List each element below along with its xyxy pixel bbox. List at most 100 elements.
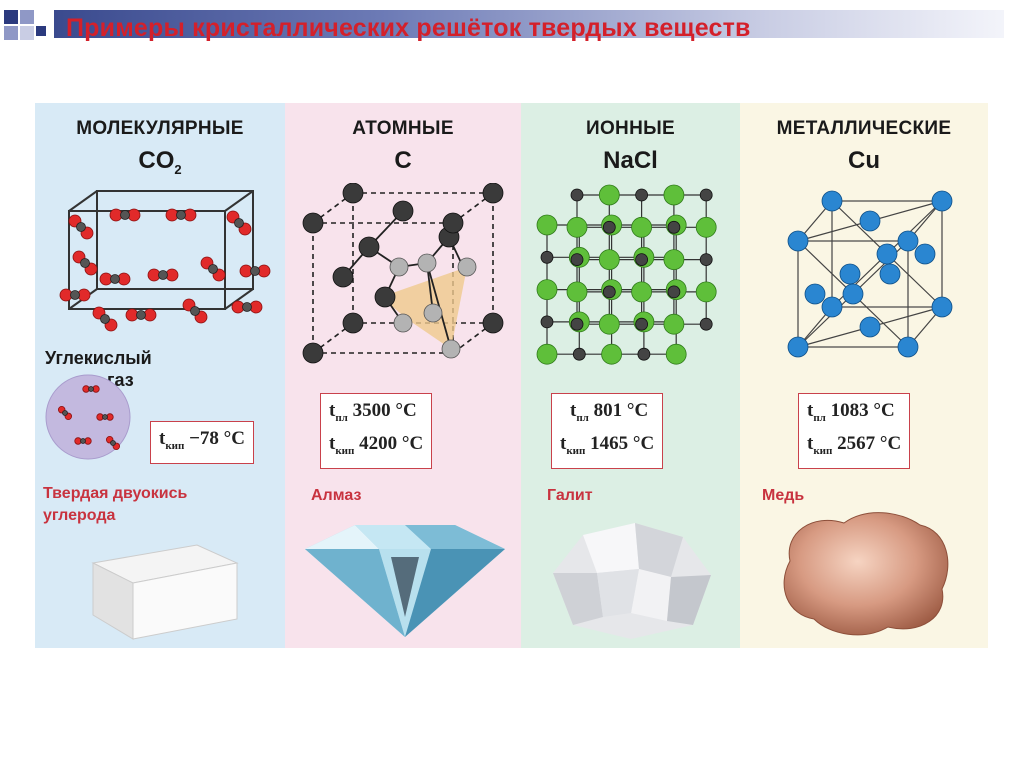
material-name: Медь bbox=[762, 487, 805, 504]
diamond-gem bbox=[305, 525, 505, 637]
copper-atom bbox=[914, 243, 936, 265]
carbon-atom bbox=[110, 440, 116, 446]
chlorine-ion bbox=[663, 249, 685, 270]
sodium-ion bbox=[667, 285, 681, 299]
carbon-atom bbox=[342, 183, 364, 204]
co2-lattice bbox=[59, 190, 271, 332]
carbon-atom bbox=[482, 183, 504, 204]
temperature-box: tпл 3500 °C tкип 4200 °C bbox=[320, 393, 433, 469]
carbon-atom bbox=[88, 386, 94, 392]
boiling-point-box: tкип −78 °C bbox=[150, 421, 254, 464]
panel-formula: NaCl bbox=[603, 147, 658, 174]
copper-atom bbox=[897, 230, 919, 252]
copper-atom bbox=[931, 190, 953, 212]
copper-atom bbox=[804, 283, 826, 305]
chlorine-ion bbox=[536, 279, 558, 300]
title-bar: Примеры кристаллических решёток твердых … bbox=[0, 0, 1024, 48]
sodium-ion bbox=[699, 253, 713, 266]
panel-atomic: АТОМНЫЕ C tпл 3500 °C tкип 4200 °C Алмаз bbox=[285, 103, 521, 648]
sodium-ion bbox=[570, 317, 584, 331]
carbon-atom bbox=[358, 236, 380, 258]
copper-atom bbox=[931, 296, 953, 318]
chlorine-ion bbox=[601, 343, 622, 365]
panel-formula: CO2 bbox=[138, 147, 182, 177]
chlorine-ion bbox=[598, 184, 620, 206]
material-name: Твердая двуокись углерода bbox=[43, 485, 188, 524]
carbon-atom bbox=[482, 312, 504, 334]
copper-atom bbox=[897, 336, 919, 358]
carbon-atom bbox=[234, 218, 244, 228]
panel-molecular: МОЛЕКУЛЯРНЫЕ CO2 Углекислый газ tкип −78… bbox=[35, 103, 285, 648]
chlorine-ion bbox=[598, 313, 620, 335]
copper-atom bbox=[859, 316, 881, 338]
sodium-ion bbox=[540, 250, 554, 264]
nacl-lattice bbox=[536, 184, 717, 365]
chlorine-ion bbox=[663, 184, 685, 206]
carbon-atom bbox=[62, 410, 68, 416]
copper-atom bbox=[787, 336, 809, 358]
chlorine-ion bbox=[695, 216, 717, 238]
carbon-atom bbox=[442, 212, 464, 234]
chlorine-ion bbox=[631, 281, 652, 303]
diamond-lattice bbox=[302, 183, 504, 364]
copper-nugget bbox=[783, 512, 949, 636]
sodium-ion bbox=[635, 317, 648, 331]
sodium-ion bbox=[699, 317, 713, 331]
panel-ionic: ИОННЫЕ NaCl tпл 801 °C tкип 1465 °C Гали… bbox=[521, 103, 740, 648]
copper-atom bbox=[859, 210, 881, 232]
sodium-ion bbox=[635, 253, 648, 266]
copper-atom bbox=[879, 263, 901, 285]
carbon-atom bbox=[102, 414, 108, 420]
panel-type-label: МОЛЕКУЛЯРНЫЕ bbox=[76, 118, 244, 139]
cu-lattice bbox=[787, 190, 953, 358]
carbon-atom bbox=[441, 339, 461, 359]
carbon-atom bbox=[242, 302, 252, 312]
sodium-ion bbox=[570, 253, 584, 266]
carbon-atom bbox=[392, 200, 414, 222]
chlorine-ion bbox=[631, 216, 652, 238]
carbon-atom bbox=[120, 210, 130, 220]
panel-type-label: МЕТАЛЛИЧЕСКИЕ bbox=[776, 118, 952, 139]
sodium-ion bbox=[540, 315, 554, 329]
temperature-box: tпл 1083 °C tкип 2567 °C bbox=[798, 393, 911, 469]
sodium-ion bbox=[637, 347, 651, 361]
carbon-atom bbox=[423, 303, 443, 323]
carbon-atom bbox=[389, 257, 409, 277]
carbon-atom bbox=[417, 253, 437, 273]
panel-type-label: ИОННЫЕ bbox=[586, 118, 675, 139]
panel-formula: Cu bbox=[848, 147, 880, 174]
carbon-atom bbox=[76, 222, 86, 232]
carbon-atom bbox=[158, 270, 168, 280]
chlorine-ion bbox=[598, 249, 620, 270]
sodium-ion bbox=[602, 220, 616, 234]
carbon-atom bbox=[302, 342, 324, 364]
dry-ice-block bbox=[91, 544, 239, 640]
chlorine-ion bbox=[566, 216, 588, 238]
panel-type-label: АТОМНЫЕ bbox=[352, 118, 454, 139]
carbon-atom bbox=[70, 290, 80, 300]
carbon-atom bbox=[100, 314, 110, 324]
carbon-atom bbox=[250, 266, 260, 276]
carbon-atom bbox=[190, 306, 200, 316]
chlorine-ion bbox=[536, 343, 558, 365]
chlorine-ion bbox=[566, 281, 588, 303]
material-name: Галит bbox=[547, 487, 593, 504]
copper-atom bbox=[842, 283, 864, 305]
sodium-ion bbox=[667, 220, 681, 234]
copper-atom bbox=[876, 243, 898, 265]
copper-atom bbox=[821, 296, 843, 318]
copper-atom bbox=[839, 263, 861, 285]
carbon-atom bbox=[80, 258, 90, 268]
carbon-atom bbox=[332, 266, 354, 288]
panel-metallic: МЕТАЛЛИЧЕСКИЕ Cu tпл 1083 °C tкип 2567 °… bbox=[740, 103, 988, 648]
title-band bbox=[54, 10, 1004, 38]
sodium-ion bbox=[572, 347, 586, 361]
carbon-atom bbox=[110, 274, 120, 284]
copper-atom bbox=[787, 230, 809, 252]
sodium-ion bbox=[570, 188, 584, 202]
slide-title: Примеры кристаллических решёток твердых … bbox=[66, 14, 751, 42]
carbon-atom bbox=[136, 310, 146, 320]
chlorine-ion bbox=[663, 313, 685, 335]
carbon-atom bbox=[393, 313, 413, 333]
carbon-atom bbox=[342, 312, 364, 334]
